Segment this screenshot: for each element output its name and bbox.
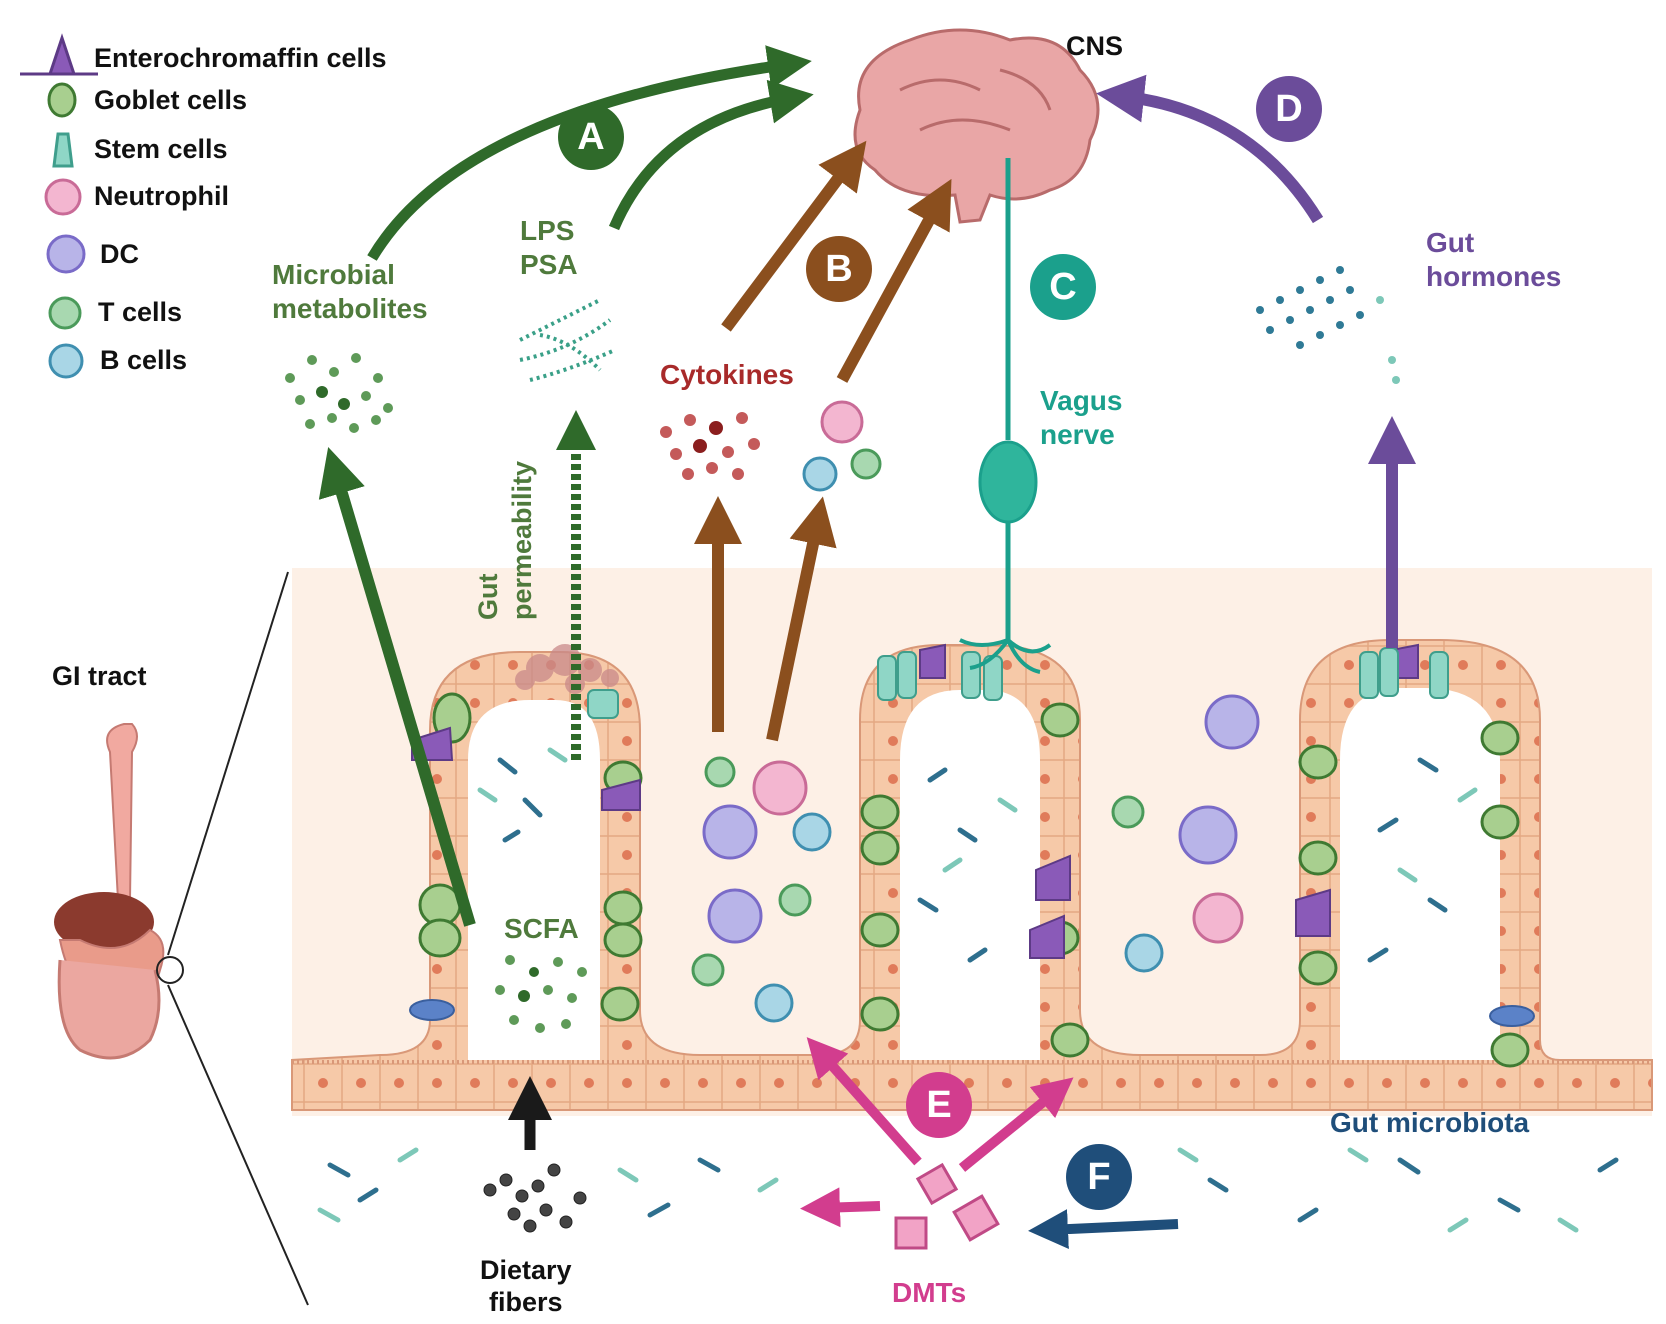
legend-goblet: Goblet cells <box>94 85 248 115</box>
cytokine-dots <box>660 412 760 480</box>
microbial-metabolite-dots <box>285 353 393 433</box>
vagus-nerve <box>959 158 1052 674</box>
lumen-2 <box>900 690 1040 1060</box>
arrow-d-hormones <box>1096 74 1324 224</box>
upper-neutrophil <box>820 400 864 444</box>
arrow-b-up-2 <box>766 496 837 742</box>
dietary-fiber-chain <box>483 1163 587 1233</box>
lps-psa-label: LPS PSA <box>520 215 578 280</box>
goblet-legend-icon <box>47 82 77 118</box>
zoom-line-bottom <box>167 984 309 1306</box>
cns-label: CNS <box>1066 31 1124 61</box>
legend-tcells: T cells <box>98 297 183 327</box>
brain-icon <box>853 28 1100 224</box>
upper-bcell <box>802 456 838 492</box>
arrow-a-lps <box>608 79 814 231</box>
gut-permeability-label: Gut permeability <box>473 460 537 620</box>
badge-b: B <box>806 236 872 302</box>
neutrophil-legend-icon <box>44 178 82 216</box>
arrow-e-left <box>806 1037 922 1166</box>
arrow-b-cytokines <box>721 140 867 332</box>
zoom-line-top <box>167 571 289 956</box>
gut-hormones-label: Gut hormones <box>1426 227 1562 292</box>
lumen-1 <box>468 700 600 1060</box>
bcells-legend-icon <box>48 343 84 379</box>
tcells-legend-icon <box>48 296 82 330</box>
arrow-e-to-microbes <box>800 1187 881 1228</box>
villus-dc <box>409 999 1535 1027</box>
lps-chains <box>519 298 616 382</box>
lumens <box>468 688 1500 1060</box>
arrow-a-metabolites <box>367 45 812 261</box>
gi-tract-icon <box>54 723 184 1060</box>
badge-f: F <box>1066 1144 1132 1210</box>
dmts-label: DMTs <box>892 1277 967 1308</box>
enterochromaffin-legend-icon <box>20 33 98 76</box>
badge-a: A <box>558 104 624 170</box>
microbial-metabolites-label: Microbial metabolites <box>272 259 428 324</box>
dmt-squares <box>894 1162 1000 1250</box>
gut-hormone-dots <box>1256 266 1400 384</box>
dc-legend-icon <box>46 234 86 274</box>
lumen-3 <box>1340 688 1500 1060</box>
legend-enterochromaffin: Enterochromaffin cells <box>94 43 387 73</box>
enterochromaffin-cells <box>411 643 1419 959</box>
arrow-scfa-to-metabolites <box>318 446 476 927</box>
arrow-f <box>1028 1209 1179 1250</box>
legend-icons <box>20 33 98 379</box>
scfa-dots <box>495 955 587 1033</box>
badge-e: E <box>906 1072 972 1138</box>
microbiota <box>317 747 1619 1233</box>
legend-neutrophil: Neutrophil <box>94 181 229 211</box>
cytokines-label: Cytokines <box>660 359 794 390</box>
scfa-label: SCFA <box>504 913 579 944</box>
vagus-nerve-label: Vagus nerve <box>1040 385 1123 450</box>
upper-tcell <box>850 448 882 480</box>
arrow-b-immune <box>836 178 952 383</box>
stem-legend-icon <box>52 132 74 168</box>
legend-dc: DC <box>100 239 139 269</box>
gut-microbiota-label: Gut microbiota <box>1330 1107 1530 1138</box>
legend-bcells: B cells <box>100 345 188 375</box>
lamina-propria-cells <box>691 694 1260 1023</box>
legend-stem: Stem cells <box>94 134 228 164</box>
arrow-e-right <box>958 1077 1074 1172</box>
badge-d: D <box>1256 76 1322 142</box>
gi-tract-label: GI tract <box>52 661 147 691</box>
badge-c: C <box>1030 254 1096 320</box>
dietary-fibers-label: Dietary fibers <box>480 1255 572 1318</box>
